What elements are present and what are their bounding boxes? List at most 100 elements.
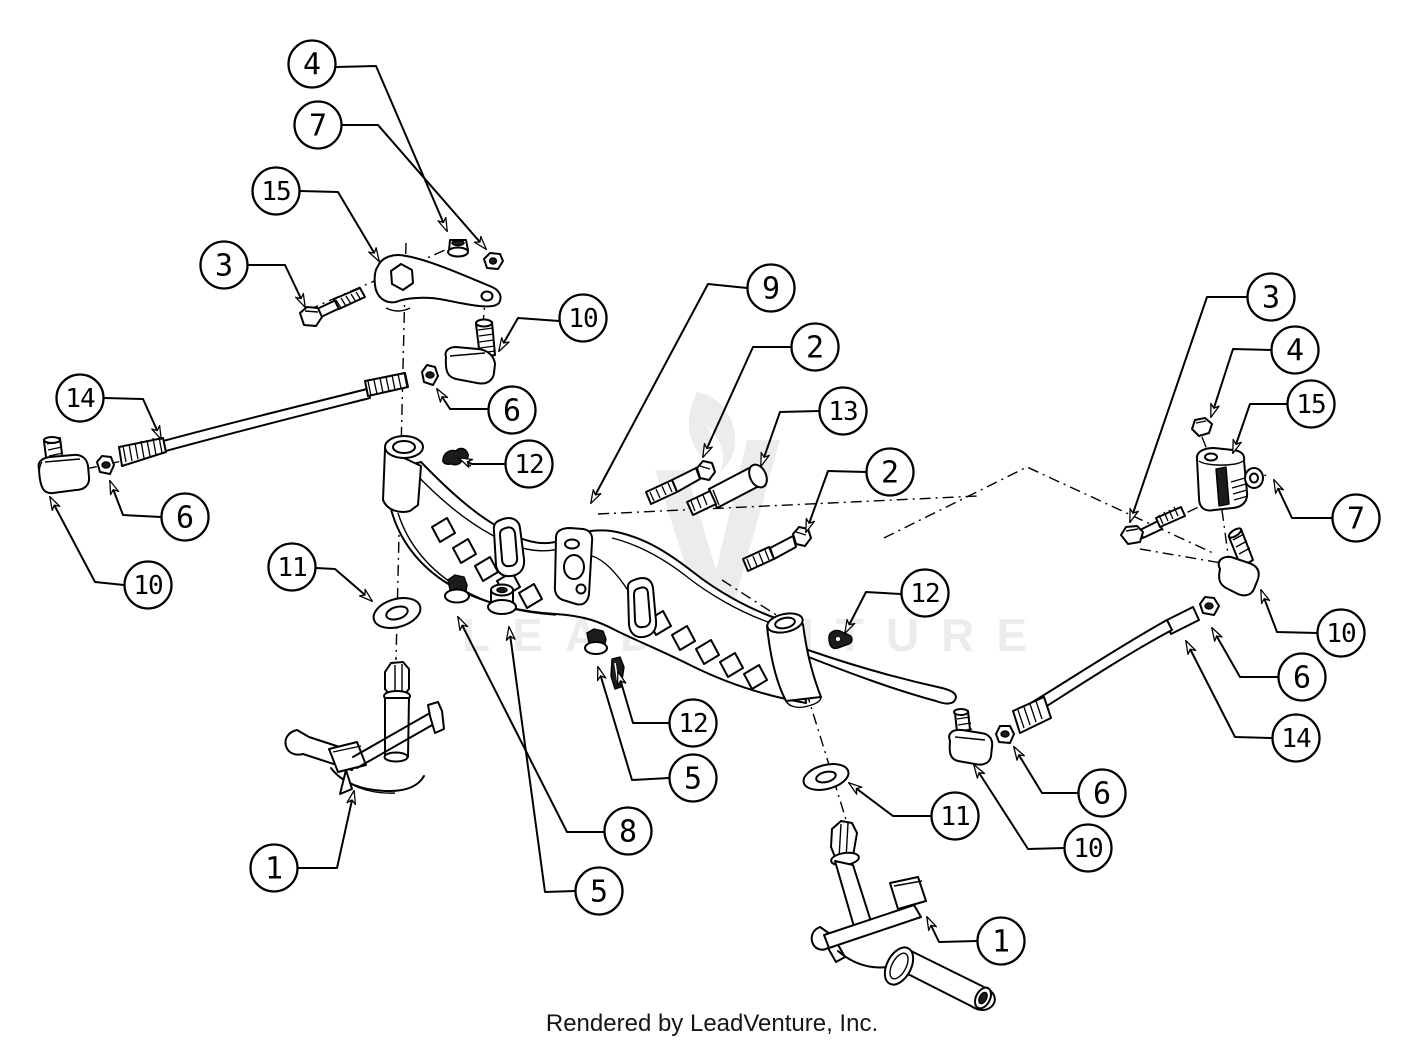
part-balloon-12-20[interactable] <box>900 568 950 618</box>
leader-line-part-14 <box>1185 641 1273 739</box>
part-number-label-12-6: 12 <box>514 450 543 480</box>
part-number-label-11-21: 11 <box>940 802 969 832</box>
part-balloon-12-6[interactable] <box>504 439 554 489</box>
part-balloon-15-2[interactable] <box>251 166 301 216</box>
part-balloon-10-9[interactable] <box>123 560 173 610</box>
leader-line-part-8 <box>457 617 604 833</box>
part-balloon-4-0[interactable] <box>287 39 337 89</box>
part-balloon-6-30[interactable] <box>1277 652 1327 702</box>
part-balloon-15-27[interactable] <box>1286 379 1336 429</box>
part-number-label-2-19: 2 <box>881 456 899 491</box>
leader-line-part-11 <box>315 567 372 601</box>
part-balloon-6-23[interactable] <box>1077 768 1127 818</box>
leader-line-part-12 <box>459 457 505 464</box>
part-number-label-10-9: 10 <box>133 571 162 601</box>
leader-line-part-7 <box>342 124 486 249</box>
part-number-label-3-25: 3 <box>1262 281 1280 316</box>
leader-line-part-6 <box>1212 628 1278 678</box>
part-balloon-10-4[interactable] <box>558 293 608 343</box>
part-number-label-7-1: 7 <box>309 109 327 144</box>
part-balloon-5-12[interactable] <box>574 866 624 916</box>
small-hardware <box>372 447 853 791</box>
leader-line-part-3 <box>1129 296 1247 522</box>
part-number-label-7-28: 7 <box>1347 502 1365 537</box>
part-number-label-5-15: 5 <box>684 762 702 797</box>
part-balloon-10-24[interactable] <box>1063 823 1113 873</box>
tie-rod-end-upper <box>444 346 496 385</box>
part-balloon-3-25[interactable] <box>1246 272 1296 322</box>
leader-line-part-2 <box>805 470 867 532</box>
part-number-label-4-26: 4 <box>1286 334 1304 369</box>
part-number-label-12-20: 12 <box>910 579 939 609</box>
axle-rib-pockets-right <box>647 610 768 690</box>
part-balloon-13-18[interactable] <box>818 386 868 436</box>
leader-line-part-6 <box>1014 747 1078 794</box>
right-steering-arm-group <box>1120 417 1264 616</box>
part-balloon-11-21[interactable] <box>930 791 980 841</box>
leader-line-part-4 <box>335 65 448 231</box>
leader-line-part-10 <box>50 497 125 586</box>
part-balloon-8-13[interactable] <box>603 806 653 856</box>
part-number-label-3-3: 3 <box>215 249 233 284</box>
leader-line-part-5 <box>598 667 670 781</box>
part-number-label-15-27: 15 <box>1296 390 1325 420</box>
part-number-label-8-13: 8 <box>619 815 637 850</box>
part-balloon-12-14[interactable] <box>668 698 718 748</box>
part-number-label-1-11: 1 <box>265 852 283 887</box>
cotter-clip-right <box>828 629 853 650</box>
part-balloon-1-11[interactable] <box>249 843 299 893</box>
part-balloon-9-16[interactable] <box>746 263 796 313</box>
leader-line-part-10 <box>499 317 560 351</box>
part-balloon-7-1[interactable] <box>293 100 343 150</box>
part-number-label-6-8: 6 <box>176 501 194 536</box>
leader-line-part-12 <box>844 591 902 633</box>
part-number-label-13-18: 13 <box>828 397 857 427</box>
leader-line-part-10 <box>974 765 1065 850</box>
part-number-label-6-30: 6 <box>1293 661 1311 696</box>
part-balloon-2-19[interactable] <box>865 447 915 497</box>
part-number-label-5-12: 5 <box>590 875 608 910</box>
left-tie-rod <box>37 371 409 495</box>
part-balloon-6-8[interactable] <box>160 492 210 542</box>
leader-line-part-6 <box>109 481 162 518</box>
spindle-left <box>284 661 445 795</box>
part-balloon-10-29[interactable] <box>1316 608 1366 658</box>
leader-line-part-13 <box>760 410 820 466</box>
leader-line-part-1 <box>298 791 354 869</box>
tie-rod-end-upper-right <box>1217 555 1260 597</box>
leader-line-part-6 <box>437 389 488 410</box>
leader-line-part-9 <box>591 283 748 503</box>
part-number-label-15-2: 15 <box>261 177 290 207</box>
part-balloon-4-26[interactable] <box>1270 325 1320 375</box>
callout-balloons: 4715310612146101115812592132121116103415… <box>55 39 1381 966</box>
part-balloon-1-22[interactable] <box>976 916 1026 966</box>
part-balloon-5-15[interactable] <box>668 753 718 803</box>
part-number-label-14-31: 14 <box>1281 724 1311 754</box>
part-number-label-12-14: 12 <box>678 709 707 739</box>
leader-line-part-3 <box>248 264 306 307</box>
part-balloon-3-3[interactable] <box>199 240 249 290</box>
hex-nut-right <box>1191 417 1213 437</box>
tie-rod-end-left <box>37 453 91 495</box>
spindle-right <box>810 820 996 1011</box>
leader-line-part-7 <box>1273 480 1332 519</box>
tie-rod-end-lower-right <box>948 728 994 766</box>
part-number-label-2-17: 2 <box>806 331 824 366</box>
leader-lines <box>50 65 1332 943</box>
leader-line-part-15 <box>1232 403 1287 453</box>
leader-line-part-4 <box>1210 348 1272 417</box>
pivot-bolt-lower <box>769 535 797 560</box>
part-balloon-11-10[interactable] <box>267 542 317 592</box>
footer-caption: Rendered by LeadVenture, Inc. <box>546 1010 878 1037</box>
part-balloon-14-31[interactable] <box>1271 713 1321 763</box>
axle-casting <box>382 435 957 709</box>
leader-line-part-2 <box>702 346 791 457</box>
leader-line-part-5 <box>509 627 576 893</box>
part-balloon-6-5[interactable] <box>487 385 537 435</box>
part-balloon-2-17[interactable] <box>790 322 840 372</box>
part-number-label-10-4: 10 <box>568 304 597 334</box>
part-balloon-14-7[interactable] <box>55 373 105 423</box>
part-balloon-7-28[interactable] <box>1331 493 1381 543</box>
